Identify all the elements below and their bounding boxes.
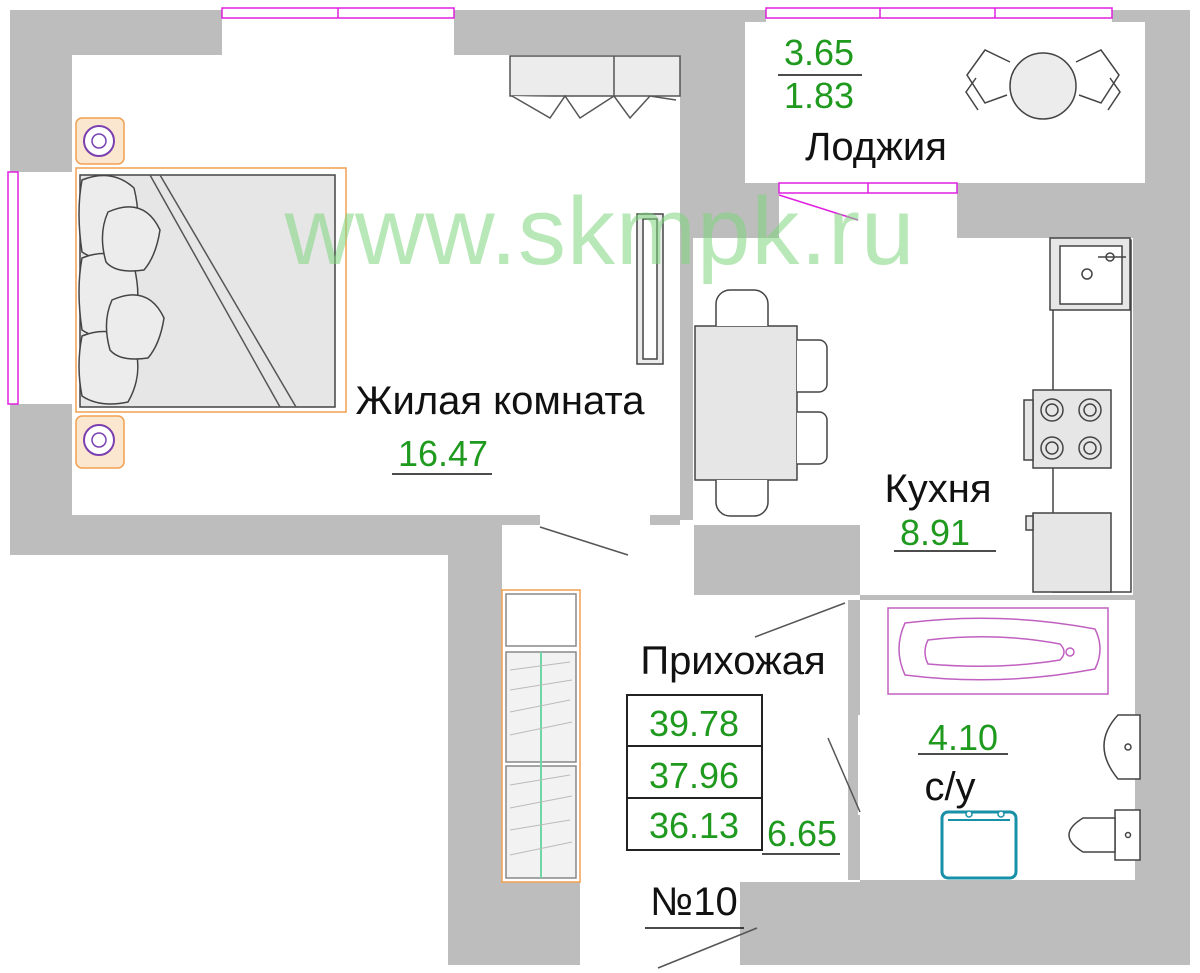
loggia-area-top: 3.65 xyxy=(784,32,854,73)
living-room-area: 16.47 xyxy=(398,433,488,474)
room-labels: Жилая комната 16.47 3.65 1.83 Лоджия Кух… xyxy=(356,32,1008,929)
nightstand-bottom xyxy=(75,415,125,469)
total-area: 39.78 xyxy=(649,703,739,744)
bed xyxy=(75,167,347,413)
living-area-summary: 36.13 xyxy=(649,805,739,846)
toilet xyxy=(1068,809,1141,861)
living-door-opening xyxy=(540,513,650,527)
top-wardrobe xyxy=(509,55,681,120)
hall-name: Прихожая xyxy=(640,639,825,683)
washing-machine xyxy=(940,810,1018,880)
loggia-area-bottom: 1.83 xyxy=(784,75,854,116)
nightstand-top xyxy=(75,117,125,165)
kitchen-furniture xyxy=(694,237,1132,593)
fridge xyxy=(1032,512,1112,593)
left-window-opening xyxy=(10,172,72,404)
loggia-name: Лоджия xyxy=(805,125,947,169)
bathroom-name: с/у xyxy=(924,765,975,809)
living-furniture xyxy=(75,55,681,469)
entrance-door xyxy=(657,927,758,969)
loggia-furniture xyxy=(965,49,1121,120)
hall-kitchen-door xyxy=(754,602,846,638)
left-window xyxy=(7,171,19,405)
living-door xyxy=(539,526,629,556)
tv-stand xyxy=(636,213,664,365)
living-room-name: Жилая комната xyxy=(356,379,646,423)
watermark: www.skmpk.ru xyxy=(284,178,916,285)
bathtub xyxy=(887,607,1109,695)
kitchen-name: Кухня xyxy=(884,467,991,511)
hall-wardrobe xyxy=(501,589,581,883)
kitchen-door-opening xyxy=(680,520,694,600)
bathroom-door xyxy=(827,737,861,813)
loggia-window xyxy=(765,7,1113,19)
doors xyxy=(539,526,861,969)
hall-area: 6.65 xyxy=(767,813,837,854)
kitchen-area: 8.91 xyxy=(900,512,970,553)
walls xyxy=(10,10,1190,966)
washbasin xyxy=(1103,714,1141,780)
area-summary: 39.78 37.96 36.13 xyxy=(626,694,763,851)
loggia-window-opening xyxy=(766,10,1112,24)
entrance-opening xyxy=(580,880,740,966)
apartment-number: №10 xyxy=(650,880,737,924)
windows xyxy=(7,7,1113,405)
area-without-balcony: 37.96 xyxy=(649,755,739,796)
dining-table xyxy=(694,325,798,481)
bathroom-area: 4.10 xyxy=(928,717,998,758)
bathroom-door-opening xyxy=(858,715,876,815)
bathroom-fixtures xyxy=(887,607,1141,880)
